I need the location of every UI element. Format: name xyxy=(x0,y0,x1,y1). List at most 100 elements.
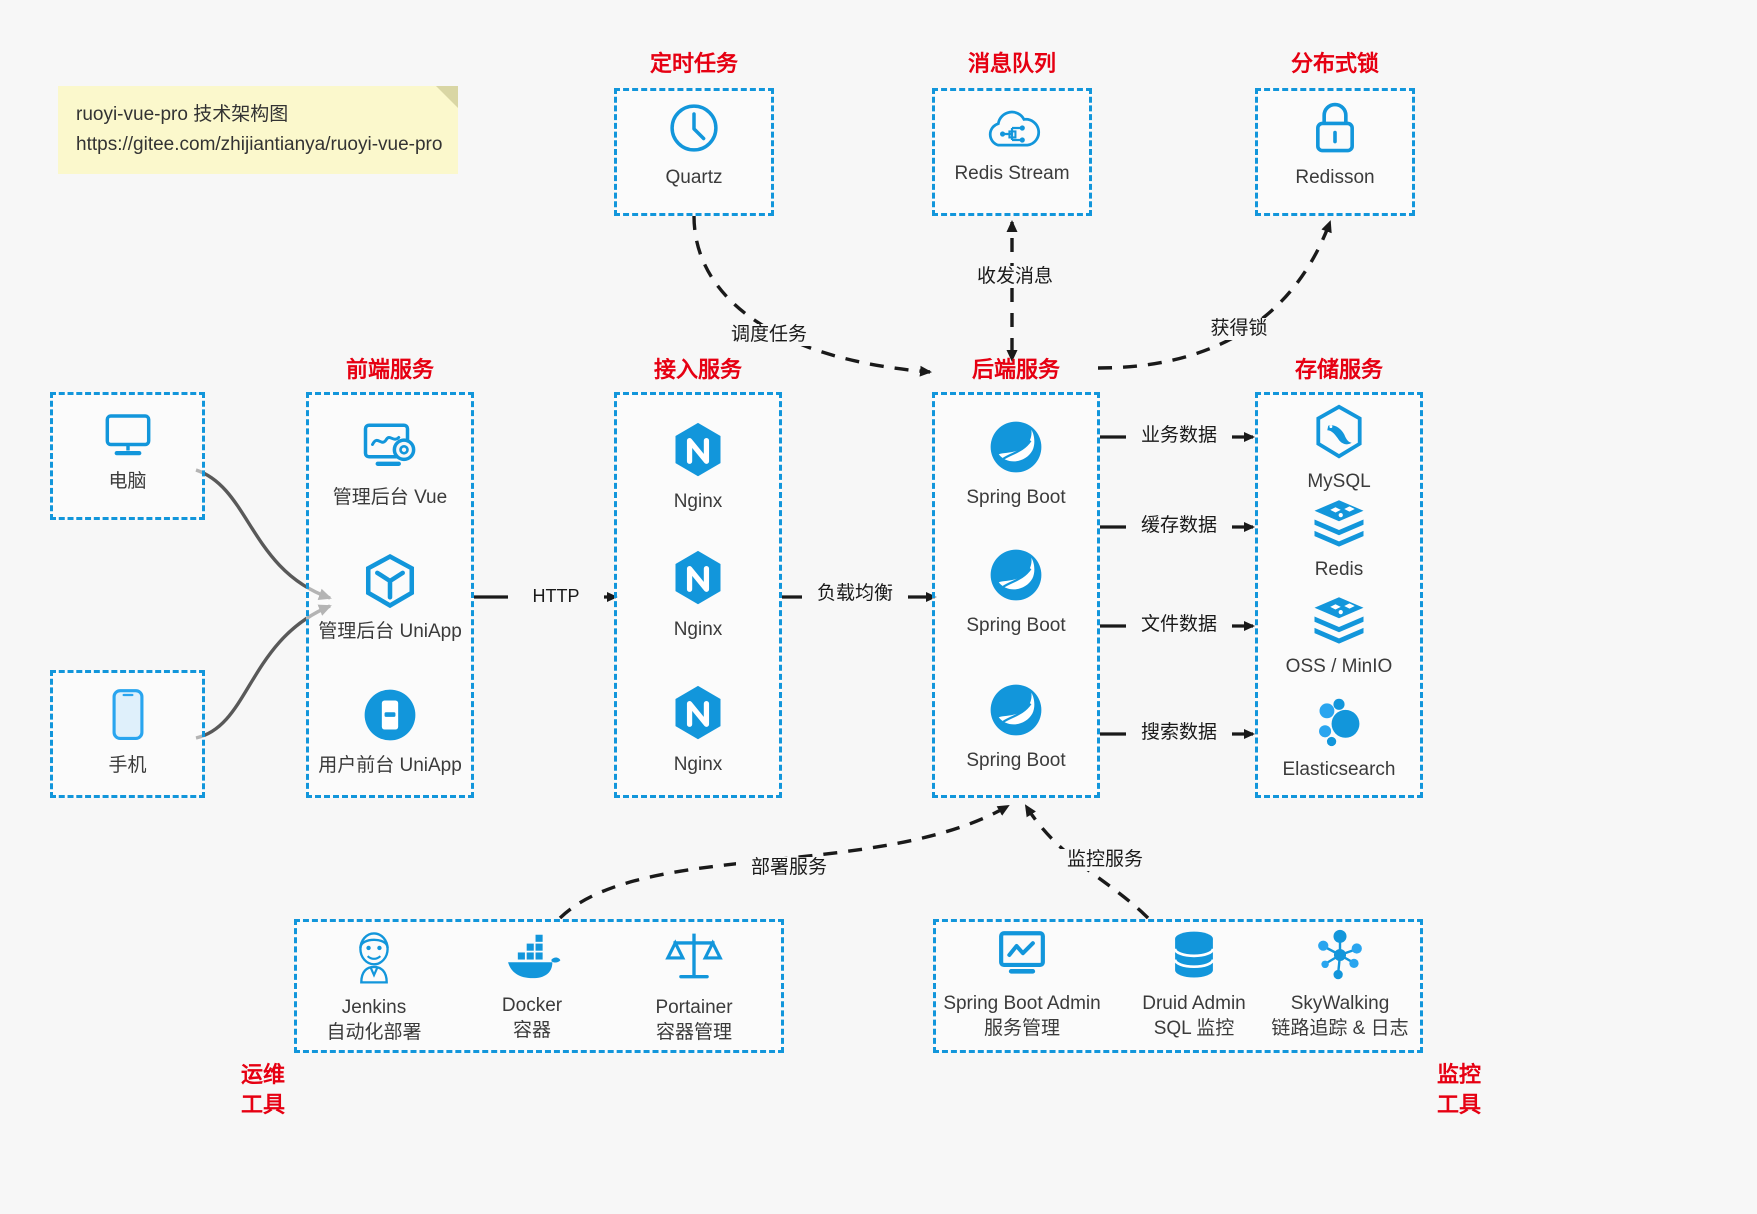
nginx-icon xyxy=(670,548,726,613)
node-redisson[interactable]: Redisson xyxy=(1255,100,1415,190)
edge-label-search-data: 搜索数据 xyxy=(1126,722,1232,744)
node-label: Spring Boot xyxy=(966,487,1066,508)
node-label: Redis xyxy=(1314,559,1364,580)
group-title-monitor-line2: 工具 xyxy=(1436,1092,1481,1117)
group-title-devops-line1: 运维 xyxy=(240,1062,285,1087)
node-druid-admin[interactable]: Druid Admin SQL 监控 xyxy=(1120,928,1268,1041)
node-label: MySQL xyxy=(1307,471,1371,492)
mysql-dolphin-icon xyxy=(1312,404,1366,465)
node-sublabel: 服务管理 xyxy=(983,1018,1060,1039)
scales-icon xyxy=(664,928,724,991)
node-label: Elasticsearch xyxy=(1282,759,1396,780)
node-label: Spring Boot xyxy=(966,750,1066,771)
node-admin-uniapp[interactable]: 管理后台 UniApp xyxy=(306,552,474,644)
node-sublabel: 自动化部署 xyxy=(326,1022,422,1043)
monitor-chart-icon xyxy=(993,928,1051,987)
node-label: Docker xyxy=(501,995,563,1016)
edge-label-cache-data: 缓存数据 xyxy=(1126,515,1232,537)
spring-leaf-icon xyxy=(987,418,1045,481)
node-spring-boot-1[interactable]: Spring Boot xyxy=(932,418,1100,510)
edge-backend-to-redisson xyxy=(1097,220,1332,370)
node-user-uniapp[interactable]: 用户前台 UniApp xyxy=(306,686,474,778)
node-spring-boot-3[interactable]: Spring Boot xyxy=(932,681,1100,773)
edge-quartz-to-backend xyxy=(692,215,932,377)
edge-label-schedule-task: 调度任务 xyxy=(716,324,822,346)
node-quartz[interactable]: Quartz xyxy=(614,100,774,190)
group-title-monitor: 监控 工具 xyxy=(1424,1060,1494,1120)
diagram-note: ruoyi-vue-pro 技术架构图 https://gitee.com/zh… xyxy=(58,86,458,174)
spring-leaf-icon xyxy=(987,681,1045,744)
spring-leaf-icon xyxy=(987,546,1045,609)
node-docker[interactable]: Docker 容器 xyxy=(458,928,606,1043)
node-oss-minio[interactable]: OSS / MinIO xyxy=(1255,595,1423,679)
node-label: OSS / MinIO xyxy=(1285,656,1393,677)
database-icon xyxy=(1167,928,1221,987)
node-mysql[interactable]: MySQL xyxy=(1255,404,1423,494)
mobile-app-icon xyxy=(361,686,419,749)
redis-stack-icon xyxy=(1311,498,1367,553)
node-portainer[interactable]: Portainer 容器管理 xyxy=(620,928,768,1045)
node-nginx-3[interactable]: Nginx xyxy=(614,683,782,777)
node-label: Nginx xyxy=(673,619,723,640)
node-label: Druid Admin xyxy=(1142,993,1246,1014)
node-redis[interactable]: Redis xyxy=(1255,498,1423,582)
nginx-icon xyxy=(670,420,726,485)
node-label: Jenkins xyxy=(341,997,407,1018)
note-line-url: https://gitee.com/zhijiantianya/ruoyi-vu… xyxy=(76,134,443,155)
group-title-gateway: 接入服务 xyxy=(653,357,742,382)
node-label: Quartz xyxy=(665,167,723,188)
node-label: 管理后台 UniApp xyxy=(318,621,462,642)
node-label: 电脑 xyxy=(108,471,147,492)
edge-label-load-balance: 负载均衡 xyxy=(802,583,908,605)
node-elasticsearch[interactable]: Elasticsearch xyxy=(1255,696,1423,782)
cube-icon xyxy=(361,552,419,615)
redis-stack-icon xyxy=(1311,595,1367,650)
nginx-icon xyxy=(670,683,726,748)
group-client-pc xyxy=(50,392,205,520)
group-message-queue xyxy=(932,88,1092,216)
node-sublabel: 容器 xyxy=(512,1020,551,1041)
node-sublabel: 链路追踪 & 日志 xyxy=(1271,1018,1409,1039)
node-label: Nginx xyxy=(673,491,723,512)
phone-icon xyxy=(108,686,148,749)
group-title-distributed-lock: 分布式锁 xyxy=(1290,51,1379,76)
edge-label-acquire-lock: 获得锁 xyxy=(1186,318,1292,340)
node-label: Spring Boot xyxy=(966,615,1066,636)
node-pc[interactable]: 电脑 xyxy=(50,410,205,494)
node-label: Spring Boot Admin xyxy=(943,993,1101,1014)
group-title-storage: 存储服务 xyxy=(1294,357,1383,382)
edge-label-file-data: 文件数据 xyxy=(1126,614,1232,636)
node-redis-stream[interactable]: Redis Stream xyxy=(932,104,1092,186)
node-spring-boot-admin[interactable]: Spring Boot Admin 服务管理 xyxy=(936,928,1108,1041)
node-phone[interactable]: 手机 xyxy=(50,686,205,778)
node-nginx-2[interactable]: Nginx xyxy=(614,548,782,642)
lock-icon xyxy=(1309,100,1361,161)
group-title-message-queue: 消息队列 xyxy=(967,51,1056,76)
group-title-frontend: 前端服务 xyxy=(345,357,434,382)
edge-label-deploy-service: 部署服务 xyxy=(736,857,842,879)
node-label: SkyWalking xyxy=(1290,993,1390,1014)
group-title-monitor-line1: 监控 xyxy=(1436,1062,1481,1087)
node-label: 管理后台 Vue xyxy=(332,487,448,508)
dashboard-gear-icon xyxy=(358,420,422,481)
clock-icon xyxy=(666,100,722,161)
note-fold-corner xyxy=(436,86,458,108)
edge-label-send-receive-message: 收发消息 xyxy=(962,266,1068,288)
elasticsearch-icon xyxy=(1311,696,1367,753)
node-jenkins[interactable]: Jenkins 自动化部署 xyxy=(300,928,448,1045)
node-label: Redisson xyxy=(1295,167,1375,188)
node-label: Redis Stream xyxy=(954,163,1070,184)
group-title-backend: 后端服务 xyxy=(971,357,1060,382)
node-nginx-1[interactable]: Nginx xyxy=(614,420,782,514)
node-skywalking[interactable]: SkyWalking 链路追踪 & 日志 xyxy=(1255,928,1425,1041)
node-spring-boot-2[interactable]: Spring Boot xyxy=(932,546,1100,638)
edge-label-business-data: 业务数据 xyxy=(1126,425,1232,447)
network-nodes-icon xyxy=(1311,928,1369,987)
node-admin-vue[interactable]: 管理后台 Vue xyxy=(306,420,474,510)
node-label: 手机 xyxy=(108,755,147,776)
node-label: Nginx xyxy=(673,754,723,775)
node-label: 用户前台 UniApp xyxy=(318,755,462,776)
node-sublabel: SQL 监控 xyxy=(1153,1018,1235,1039)
group-scheduled-task xyxy=(614,88,774,216)
